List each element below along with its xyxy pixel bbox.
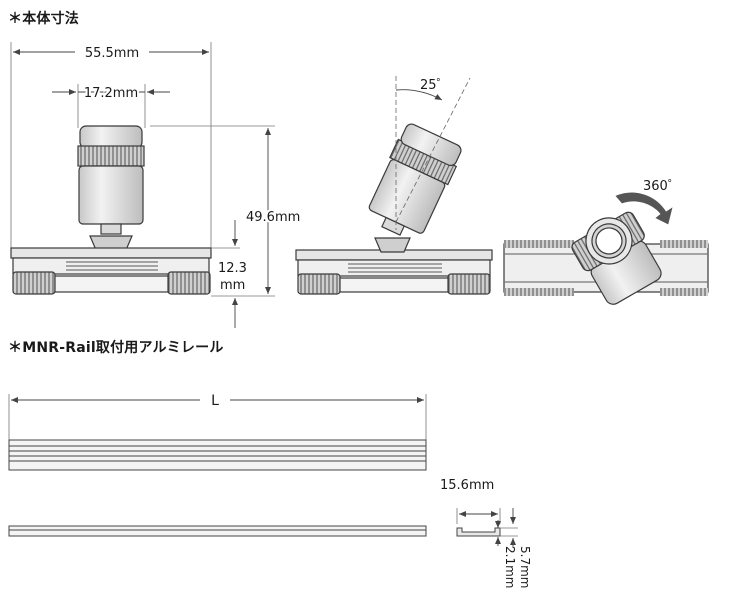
tilted-view <box>295 76 493 295</box>
overall-width-dimension: 55.5mm <box>13 46 209 61</box>
rail-depth-large-label: 5.7mm <box>518 546 532 588</box>
neck <box>100 223 122 235</box>
base-height-dimension: 12.3 mm <box>211 220 247 328</box>
rail-depth-small-label: 2.1mm <box>503 546 517 588</box>
top-view <box>503 211 709 305</box>
base-foot-left <box>12 271 56 295</box>
rail-length-dimension: L <box>8 393 427 440</box>
tilted-joint <box>374 237 411 253</box>
rotation-angle-label: 360゜ <box>643 179 681 194</box>
rail-side-view <box>8 525 427 537</box>
overall-width-label: 55.5mm <box>85 46 139 61</box>
base-bottom <box>54 275 169 293</box>
heading-body-dimensions: ＊本体寸法 <box>8 11 79 27</box>
tilt-angle-dimension: 25゜ <box>395 76 452 101</box>
head-cap <box>79 125 143 149</box>
head-width-dimension: 17.2mm <box>52 84 170 103</box>
overall-height-label: 49.6mm <box>246 210 300 225</box>
overall-height-dimension: 49.6mm <box>150 125 302 297</box>
rail-top-view <box>8 439 427 471</box>
heading-rail: ＊MNR-Rail取付用アルミレール <box>8 340 224 356</box>
top-lamp <box>571 211 662 305</box>
tilted-lamp <box>368 123 462 236</box>
lamp-body <box>78 165 144 225</box>
tilt-angle-label: 25゜ <box>420 78 450 93</box>
base-foot-right <box>167 271 211 295</box>
rail-length-label: L <box>211 393 219 409</box>
head-width-label: 17.2mm <box>84 86 138 101</box>
knurled-ring <box>77 145 145 167</box>
rail-width-label: 15.6mm <box>440 478 494 493</box>
base-height-value: 12.3 <box>218 261 247 276</box>
base-height-unit: mm <box>220 278 245 293</box>
tilted-foot-left <box>297 273 341 295</box>
rotation-arrow-icon <box>615 192 673 225</box>
rail-cross-section <box>456 508 518 548</box>
front-view <box>10 42 212 295</box>
base-plate <box>10 247 212 259</box>
tilted-foot-right <box>447 273 491 295</box>
rotation-indicator: 360゜ <box>615 179 681 225</box>
